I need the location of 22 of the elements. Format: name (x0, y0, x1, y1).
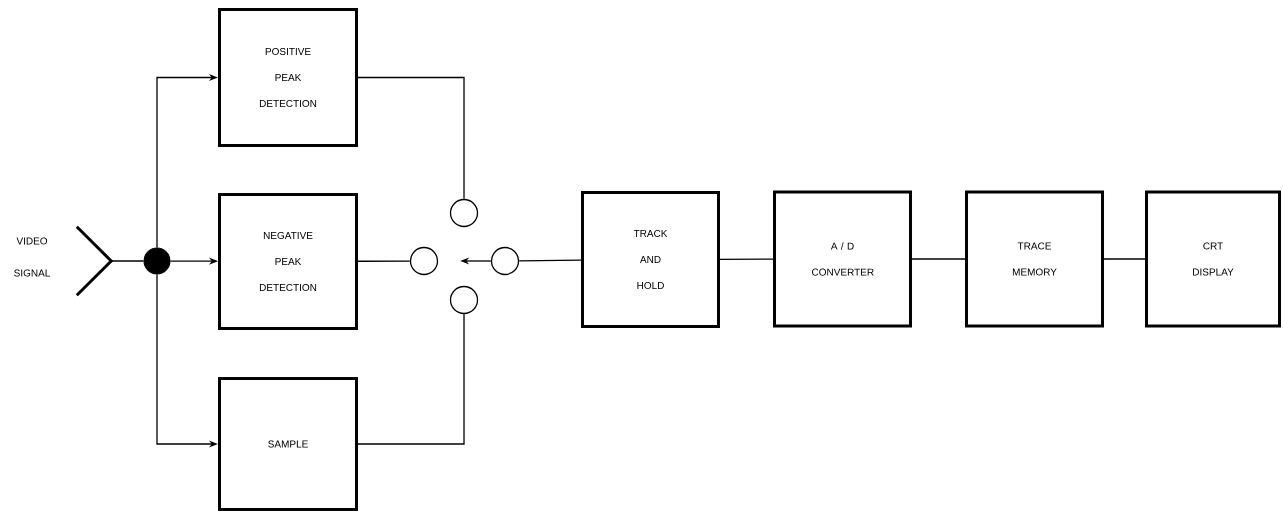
input-connector-drawing (75, 225, 114, 297)
switch-contact (449, 198, 479, 228)
junction-dot (143, 247, 171, 275)
connector-line (357, 260, 411, 262)
connector-line (719, 258, 774, 260)
block-box: TRACE MEMORY (965, 190, 1104, 328)
block-box: A / D CONVERTER (773, 190, 912, 328)
connector-line (911, 258, 966, 260)
connector-line (518, 259, 582, 262)
block-box: NEGATIVE PEAK DETECTION (218, 193, 358, 330)
connector-line (110, 260, 145, 262)
block-box: SAMPLE (218, 377, 358, 511)
connector-line (357, 76, 465, 200)
switch-contact (409, 246, 439, 276)
connector-line (1103, 258, 1146, 260)
connector-line (357, 313, 465, 445)
switch-contact (490, 246, 520, 276)
block-box: CRT DISPLAY (1145, 190, 1281, 328)
switch-contact (449, 285, 479, 315)
block-box: TRACK AND HOLD (581, 191, 720, 328)
block-box: POSITIVE PEAK DETECTION (218, 8, 358, 147)
input-label: VIDEO SIGNAL (14, 237, 50, 277)
